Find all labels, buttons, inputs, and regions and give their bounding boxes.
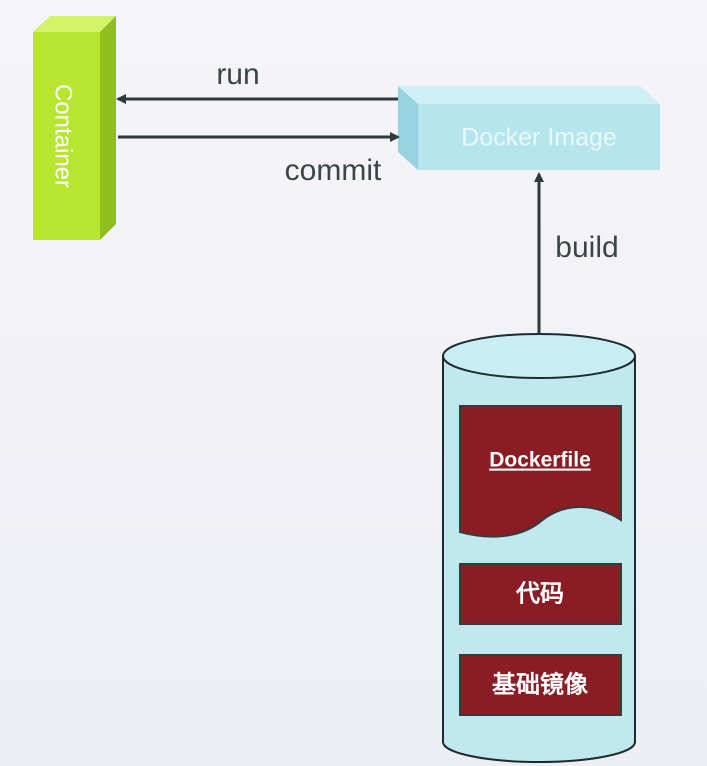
base-image-box — [459, 654, 622, 716]
container-label: Container — [50, 84, 77, 188]
container-front-face — [33, 32, 100, 240]
base-image-label: 基础镜像 — [492, 670, 589, 698]
commit-edge: commit — [118, 132, 400, 187]
container-node: Container — [33, 16, 116, 240]
dockerfile-node: Dockerfile — [459, 405, 622, 538]
code-label: 代码 — [515, 580, 564, 607]
build-label: build — [555, 231, 618, 264]
docker-image-label: Docker Image — [461, 124, 617, 152]
dockerfile-shape — [459, 405, 622, 538]
base-image-node: 基础镜像 — [459, 654, 622, 716]
container-top-face — [33, 16, 116, 32]
dockerfile-label: Dockerfile — [489, 449, 591, 472]
cylinder-top — [442, 333, 636, 379]
build-edge: build — [534, 172, 619, 334]
docker-image-top-face — [398, 86, 660, 104]
docker-image-node: Docker Image — [398, 86, 660, 170]
run-label: run — [216, 58, 259, 91]
docker-image-side-face — [398, 86, 418, 170]
code-box — [459, 563, 622, 625]
container-side-face — [100, 16, 116, 240]
docker-image-front-face — [418, 104, 660, 170]
commit-label: commit — [285, 154, 382, 187]
run-edge: run — [116, 58, 398, 104]
code-node: 代码 — [459, 563, 622, 625]
